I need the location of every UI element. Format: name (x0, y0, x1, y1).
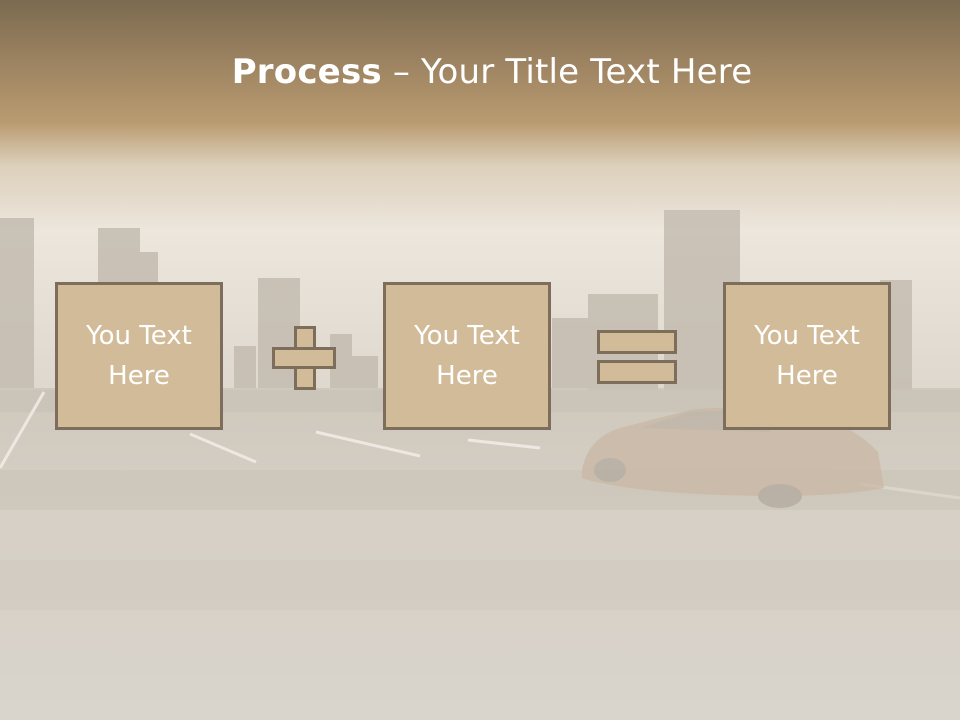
process-box-2-line1: You Text (414, 321, 520, 351)
process-box-3[interactable]: You Text Here (723, 282, 891, 430)
title-rest: – Your Title Text Here (381, 52, 753, 92)
process-box-1-line1: You Text (86, 321, 192, 351)
equals-icon (597, 330, 677, 386)
slide-title: Process – Your Title Text Here (0, 52, 960, 92)
process-box-2-text: You Text Here (402, 316, 532, 396)
process-box-2[interactable]: You Text Here (383, 282, 551, 430)
title-bold: Process (231, 52, 382, 92)
process-box-3-line2: Here (776, 361, 838, 391)
road-texture (0, 470, 960, 610)
process-box-3-text: You Text Here (742, 316, 872, 396)
plus-icon (272, 326, 336, 390)
process-box-3-line1: You Text (754, 321, 860, 351)
process-box-1[interactable]: You Text Here (55, 282, 223, 430)
process-box-1-text: You Text Here (74, 316, 204, 396)
process-box-2-line2: Here (436, 361, 498, 391)
process-box-1-line2: Here (108, 361, 170, 391)
